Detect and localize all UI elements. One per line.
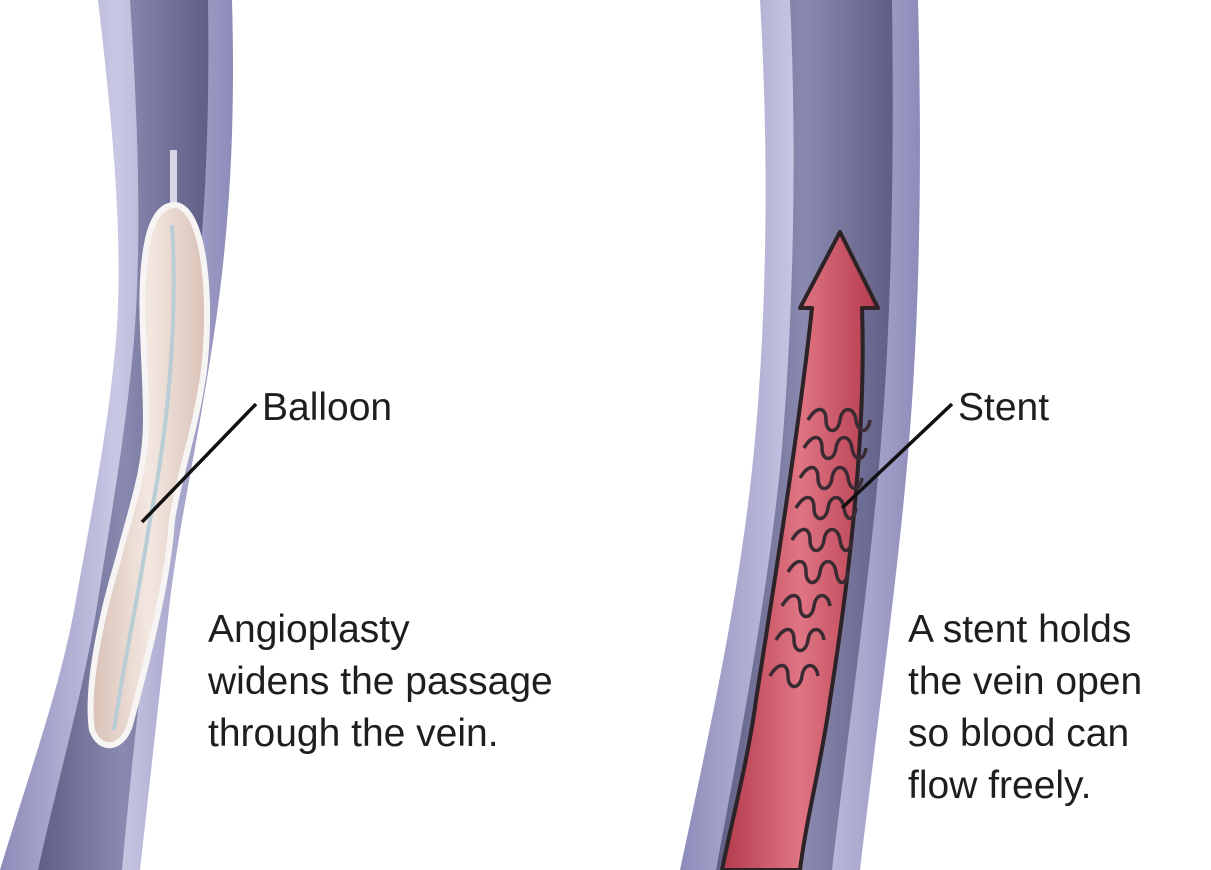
caption-line: Angioplasty — [208, 604, 553, 656]
stent-label: Stent — [958, 388, 1049, 427]
angioplasty-caption: Angioplasty widens the passage through t… — [208, 604, 553, 760]
caption-line: the vein open — [908, 656, 1142, 708]
stent-caption: A stent holds the vein open so blood can… — [908, 604, 1142, 812]
caption-line: widens the passage — [208, 656, 553, 708]
balloon-label: Balloon — [262, 388, 392, 427]
caption-line: through the vein. — [208, 708, 553, 760]
caption-line: flow freely. — [908, 760, 1142, 812]
caption-line: A stent holds — [908, 604, 1142, 656]
caption-line: so blood can — [908, 708, 1142, 760]
